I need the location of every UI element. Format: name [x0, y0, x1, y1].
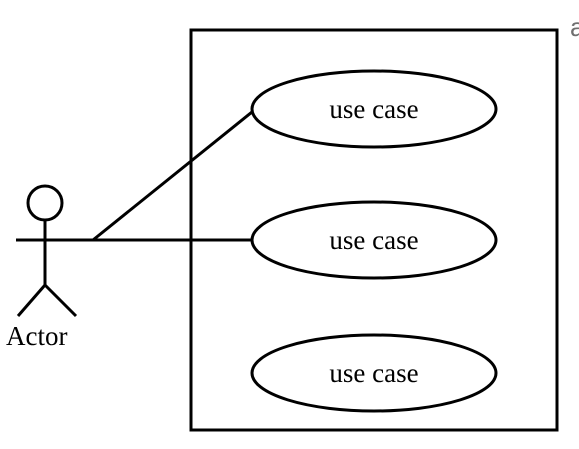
use-case-1: use case: [250, 69, 498, 149]
use-case-2-ellipse: [250, 200, 498, 280]
actor-left-leg: [16, 284, 47, 317]
use-case-3-ellipse: [250, 333, 498, 413]
actor-figure: Actor: [6, 184, 93, 351]
actor-right-leg: [43, 283, 78, 318]
use-case-1-label: use case: [329, 94, 418, 124]
caption-right-fragment: a: [570, 12, 579, 42]
use-case-2: use case: [250, 200, 498, 280]
use-case-3-label: use case: [329, 358, 418, 388]
system-boundary: [189, 28, 559, 432]
actor-head: [26, 184, 64, 222]
use-case-3: use case: [250, 333, 498, 413]
use-case-2-label: use case: [329, 225, 418, 255]
actor-label: Actor: [6, 321, 67, 351]
use-case-1-ellipse: [250, 69, 498, 149]
association-line-1: [92, 106, 258, 242]
